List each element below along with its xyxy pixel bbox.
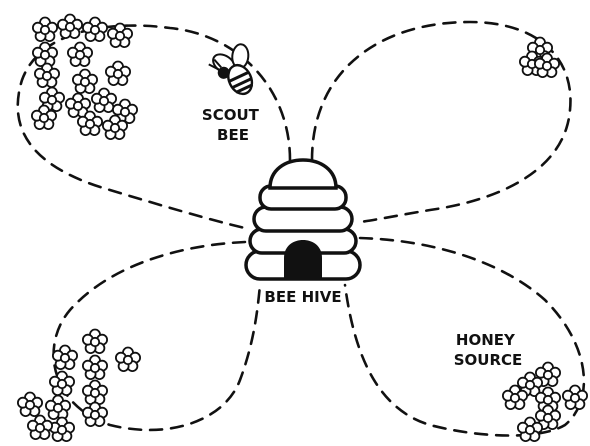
honey-source-label: HONEY SOURCE [454,331,523,369]
scout-bee-icon [205,38,267,103]
flower-cluster-icon [18,330,140,442]
flower-cluster-icon [32,15,137,140]
flower-cluster-icon [503,363,587,442]
beehive-icon [246,160,360,279]
hive-entrance [284,240,322,279]
scout-bee-label: SCOUT BEE [202,106,264,144]
flower-cluster-icon [520,38,559,78]
bee-hive-label: BEE HIVE [264,288,341,306]
